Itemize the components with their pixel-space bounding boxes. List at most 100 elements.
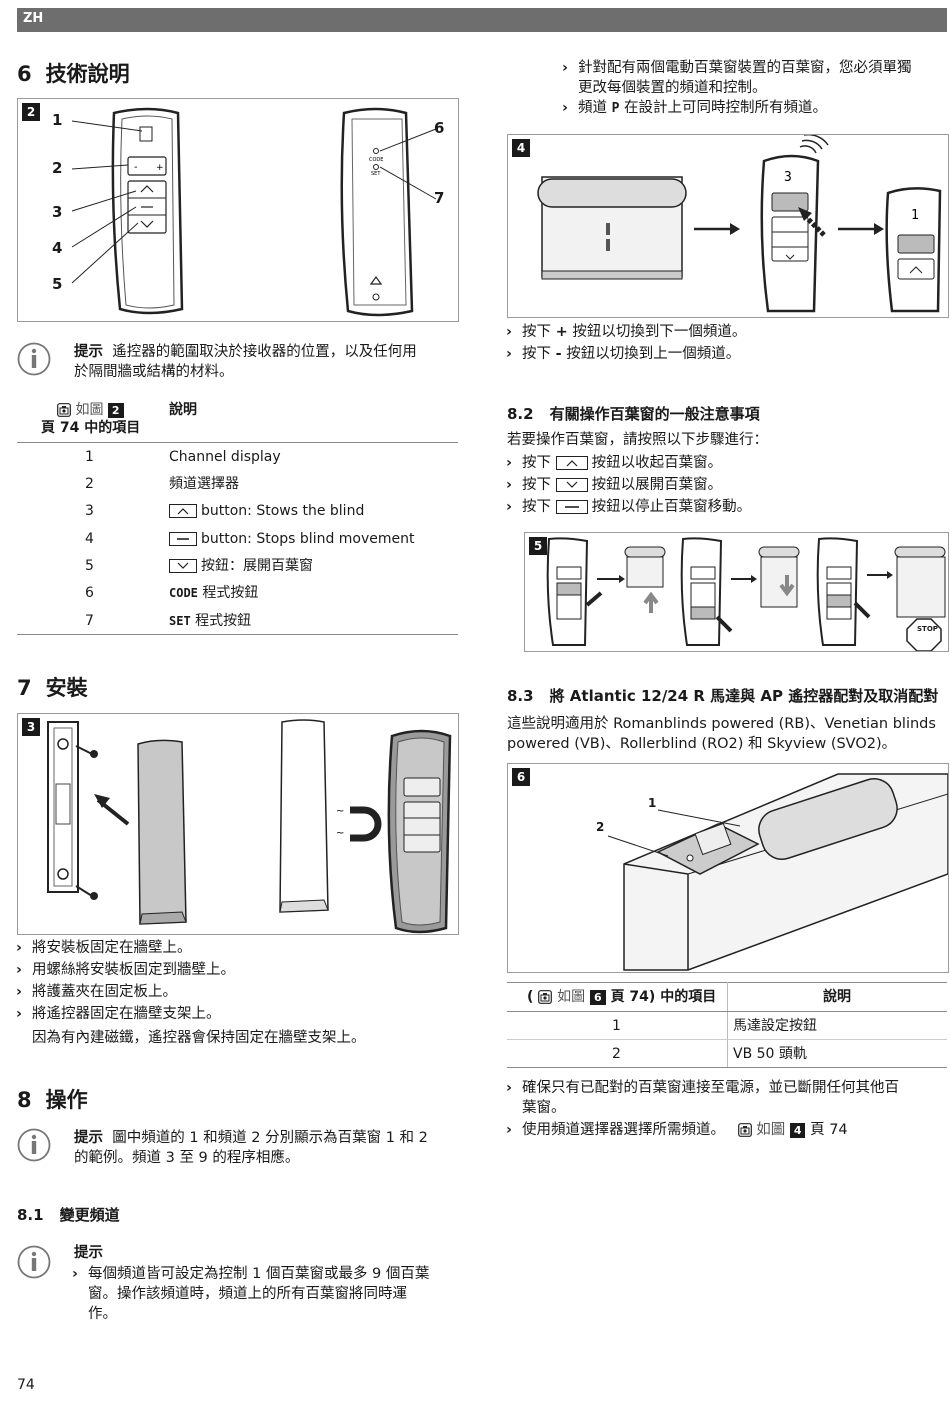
fig-badge: 4 [789,1122,806,1138]
items-table-2: ( 如圖 6 頁 74) 中的項目 說明 1 馬達設定按鈕 2 VB 50 頭軌 [507,982,947,1070]
page-number: 74 [17,1377,35,1393]
motor-headrail-drawing [607,773,948,971]
figure-number: 6 [512,768,530,786]
callout-6: 6 [434,119,445,137]
list-item: 將護蓋夾在固定板上。 [14,982,177,1002]
fig-badge: 6 [590,989,606,1005]
code-label: CODE [369,157,383,163]
stop-sign-icon [906,618,942,651]
screw-icon [75,885,98,900]
figure-number: 4 [512,139,530,157]
section-6-heading: 6 技術說明 [17,58,130,88]
table-row-desc-5: 按鈕：展開百葉窗 [169,557,313,575]
down-button-icon [555,478,588,492]
figure-4: 4 3 1 [507,134,949,318]
table-ref: 如圖 2 [57,401,124,419]
figure-ref-icon [737,1123,752,1137]
section-intro: powered (VB)、Rollerblind (RO2) 和 Skyview… [507,736,897,752]
figure-number: 3 [22,718,40,736]
list-item: 確保只有已配對的百葉窗連接至電源，並已斷開任何其他百 [504,1078,899,1098]
callout-3: 3 [52,203,63,221]
figure-ref-icon [538,990,553,1004]
list-item-cont: 更改每個裝置的頻道和控制。 [578,80,767,96]
table-row-desc: 馬達設定按鈕 [733,1018,817,1034]
fig-badge: 2 [107,402,124,418]
set-label: SET [371,171,381,177]
header-bar: ZH [17,8,947,32]
info-icon [17,342,51,376]
list-item: 使用頻道選擇器選擇所需頻道。 如圖 4 頁 74 [504,1120,848,1140]
table-row-desc: 頻道選擇器 [169,476,239,492]
table-row-num: 6 [85,585,94,601]
svg-text:+: + [156,163,164,173]
minus-symbol: - [555,346,562,362]
table-row-num: 5 [85,558,94,574]
figure-2: 2 - + CODE SET 1 2 3 4 5 6 7 [17,98,459,322]
section-title: 技術說明 [45,62,130,86]
table-col2-head: 說明 [823,989,851,1005]
table-row-desc-3: button: Stows the blind [169,502,364,520]
callout-1: 1 [52,111,63,129]
figure-number: 2 [22,103,40,121]
table-row-num: 2 [85,476,94,492]
section-number: 6 [17,62,32,86]
stop-button-icon [169,532,197,546]
info-icon [17,1128,51,1162]
blind-operation-drawing [546,537,946,651]
tip-box-6: 提示 遙控器的範圍取決於接收器的位置，以及任何用 於隔間牆或結構的材料。 [74,342,454,382]
tip-81-line: 窗。操作該頻道時，頻道上的所有百葉窗將同時運 [88,1286,407,1302]
table-row-num: 4 [85,531,94,547]
table-row-desc-7: SET 程式按鈕 [169,613,252,629]
set-code: SET [169,614,191,628]
table-row-desc-4: button: Stops blind movement [169,530,415,548]
figure-3: 3 ~ ~ [17,713,459,935]
svg-text:~: ~ [336,828,344,839]
table-row-num: 1 [612,1018,621,1034]
tip-text-2: 於隔間牆或結構的材料。 [74,364,234,380]
screw-icon [75,745,98,758]
callout-2: 2 [596,820,605,834]
list-item-cont: 葉窗。 [522,1100,566,1116]
list-item: 按下 按鈕以收起百葉窗。 [504,453,722,473]
table-col1-head: 頁 74 中的項目 [41,420,141,436]
list-item: 按下 按鈕以展開百葉窗。 [504,475,722,495]
table-row-desc: VB 50 頭軌 [733,1046,807,1062]
list-item: 針對配有兩個電動百葉窗裝置的百葉窗，您必須單獨 [560,58,912,78]
plus-symbol: + [555,324,568,340]
installation-drawing: ~ ~ [47,719,452,934]
tip-81-line: 作。 [88,1306,117,1322]
info-icon [17,1245,51,1279]
install-note: 因為有內建磁鐵，遙控器會保持固定在牆壁支架上。 [32,1030,366,1046]
table-col2-head: 說明 [169,402,197,418]
language-label: ZH [23,11,44,26]
code-code: CODE [169,586,198,600]
table-row-desc-6: CODE 程式按鈕 [169,585,259,601]
list-item: 頻道 P 在設計上可同時控制所有頻道。 [560,98,827,119]
svg-text:~: ~ [336,806,344,817]
list-item: 按下 按鈕以停止百葉窗移動。 [504,497,751,517]
channel-change-drawing: 3 1 [537,135,942,313]
section-intro: 這些說明適用於 Romanblinds powered (RB)、Venetia… [507,716,936,732]
list-item: 按下 - 按鈕以切換到上一個頻道。 [504,344,740,364]
table-row-num: 7 [85,613,94,629]
remote-technical-drawing: - + CODE SET [71,107,437,317]
up-button-icon [555,456,588,470]
channel-display-3: 3 [784,170,792,185]
table-row-desc: Channel display [169,449,281,465]
list-item: 將遙控器固定在牆壁支架上。 [14,1004,221,1024]
table-row-num: 2 [612,1046,621,1062]
figure-number: 5 [529,537,547,555]
tip-box-8: 提示 圖中頻道的 1 和頻道 2 分別顯示為百葉窗 1 和 2 的範例。頻道 3… [74,1130,428,1166]
callout-4: 4 [52,239,63,257]
tip-label-81: 提示 [74,1245,103,1261]
table-col1-head: ( 如圖 6 頁 74) 中的項目 [527,989,717,1005]
channel-display-1: 1 [911,208,919,223]
figure-6: 6 1 2 [507,763,949,973]
list-item: 用螺絲將安裝板固定到牆壁上。 [14,960,235,980]
table-row-num: 1 [85,449,94,465]
list-item: 將安裝板固定在牆壁上。 [14,938,192,958]
